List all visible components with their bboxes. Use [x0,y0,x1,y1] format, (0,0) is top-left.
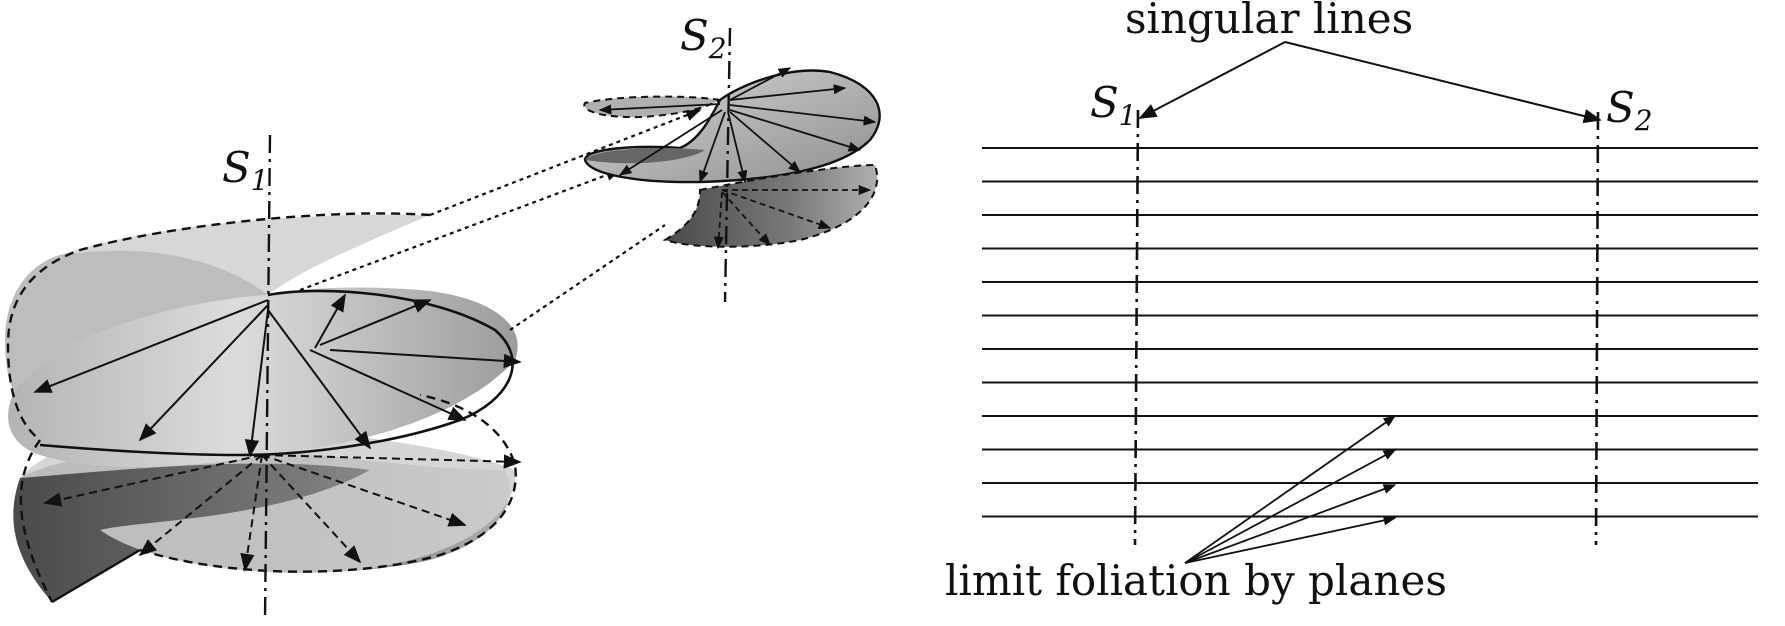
small-lower-arrows [713,184,872,250]
caption-pointers [1184,415,1397,564]
connector-lines [299,108,702,331]
dashed-rim-bottom [19,393,517,603]
singular-lines-title: singular lines [1125,0,1413,43]
axis-s1-right [1133,109,1140,546]
sheet-edge [51,548,141,604]
title-pointer-s1 [1138,41,1286,119]
axis-s2-left [723,27,732,303]
upper-sheet [8,287,518,468]
title-pointer-s2 [1284,41,1602,124]
upper-arrows [33,293,522,458]
lower-arrows [43,454,522,572]
axis-s2-right-label: S2 [1606,83,1653,137]
right-panel: singular lines S1 S2 limit foliation by … [945,0,1758,605]
axis-s2-right [1594,111,1600,546]
small-helicoid-s2: S2 [583,11,881,303]
back-sheet [5,250,268,391]
dashed-rim-top [6,212,431,441]
foliation-planes [982,147,1758,518]
axis-s1-left [263,134,272,621]
axis-s1-right-label: S1 [1090,78,1137,132]
small-sheet-mid [585,148,705,164]
axis-s1-left-label: S1 [222,143,269,197]
small-upper-arrows [598,67,877,184]
left-helicoid-s1: S1 [5,134,522,621]
foliation-caption: limit foliation by planes [945,556,1447,605]
axis-s2-left-label: S2 [680,11,727,65]
